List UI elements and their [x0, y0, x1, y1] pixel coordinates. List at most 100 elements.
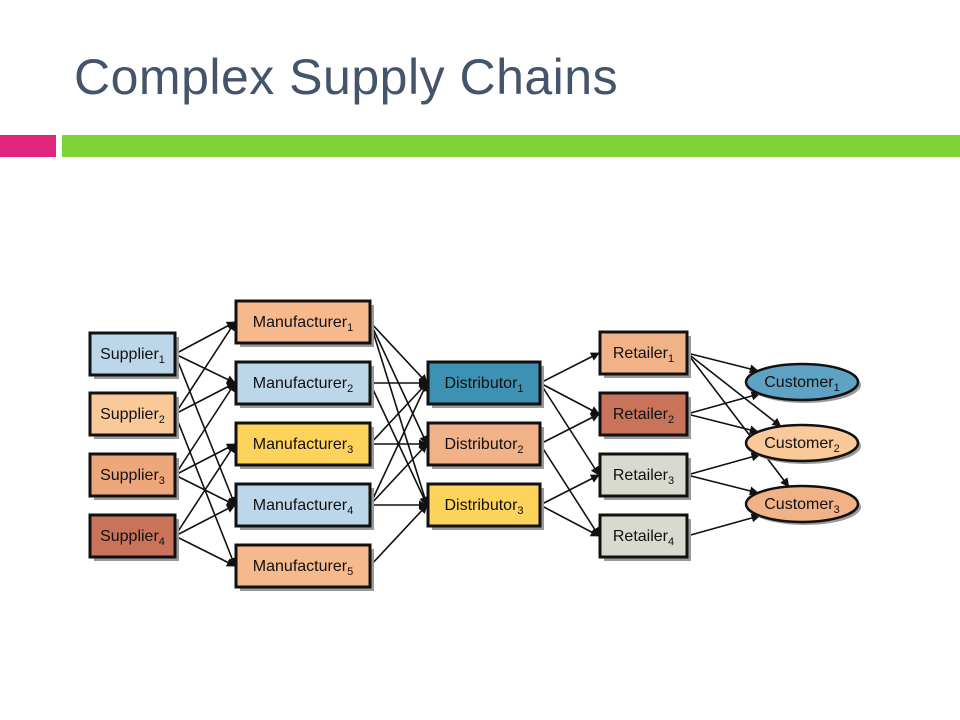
node-shape	[744, 484, 860, 524]
edge-m5-d3	[369, 504, 428, 567]
node-manufacturer-5: Manufacturer5	[234, 543, 374, 591]
node-shape	[88, 452, 177, 498]
node-shape	[598, 452, 689, 498]
node-label: Retailer1	[613, 345, 674, 365]
node-label-base: Supplier	[100, 528, 159, 545]
node-label: Retailer3	[613, 467, 674, 487]
node-label: Supplier1	[100, 346, 165, 366]
edge-m1-d1	[369, 321, 428, 384]
node-label-subscript: 3	[347, 444, 353, 456]
node-label-base: Retailer	[613, 528, 669, 545]
node-manufacturer-3: Manufacturer3	[234, 421, 374, 469]
node-shape	[426, 421, 542, 467]
edge-s4-m5	[174, 535, 236, 567]
node-label-subscript: 2	[517, 444, 523, 456]
edge-m4-d1	[369, 382, 428, 506]
edge-m4-d2	[369, 443, 428, 506]
node-supplier-4: Supplier4	[88, 513, 179, 561]
edge-r1-c3	[686, 352, 790, 488]
node-shape	[88, 331, 177, 377]
edge-d2-r2	[539, 413, 600, 445]
edge-r3-c3	[686, 474, 759, 496]
node-label-base: Retailer	[613, 406, 669, 423]
node-shape	[598, 330, 689, 376]
node-label-base: Customer	[764, 496, 834, 513]
node-manufacturer-1: Manufacturer1	[234, 299, 374, 347]
accent-bar-green	[62, 135, 960, 157]
node-label-base: Supplier	[100, 406, 159, 423]
edge-r1-c1	[686, 352, 759, 374]
node-label: Manufacturer4	[253, 497, 353, 517]
edges-layer	[174, 321, 790, 567]
node-label: Manufacturer1	[253, 314, 353, 334]
node-label: Customer3	[764, 496, 839, 516]
node-shape	[234, 299, 372, 345]
node-retailer-4: Retailer4	[598, 513, 691, 561]
edge-s2-m2	[174, 382, 236, 415]
node-shape	[598, 391, 689, 437]
node-shape	[234, 543, 372, 589]
node-shape	[744, 362, 860, 402]
edge-r1-c2	[686, 352, 782, 427]
node-label-subscript: 2	[347, 383, 353, 395]
node-label-subscript: 4	[347, 505, 353, 517]
edge-d1-r1	[539, 352, 600, 384]
node-label-subscript: 1	[159, 354, 165, 366]
node-label: Customer1	[764, 374, 839, 394]
node-label-base: Manufacturer	[253, 558, 348, 575]
node-retailer-1: Retailer1	[598, 330, 691, 378]
node-label: Retailer2	[613, 406, 674, 426]
node-label-base: Customer	[764, 374, 834, 391]
node-label-subscript: 4	[668, 536, 674, 548]
node-manufacturer-4: Manufacturer4	[234, 482, 374, 530]
node-distributor-2: Distributor2	[426, 421, 544, 469]
node-label-subscript: 3	[517, 505, 523, 517]
node-supplier-2: Supplier2	[88, 391, 179, 439]
node-label-subscript: 3	[834, 504, 840, 516]
node-retailer-3: Retailer3	[598, 452, 691, 500]
node-shape	[88, 513, 177, 559]
node-label-base: Distributor	[444, 436, 518, 453]
edge-s3-m2	[174, 382, 236, 476]
node-label-base: Retailer	[613, 467, 669, 484]
node-customer-3: Customer3	[744, 484, 861, 525]
node-label-base: Retailer	[613, 345, 669, 362]
edge-r2-c1	[686, 391, 761, 415]
node-label: Manufacturer3	[253, 436, 353, 456]
node-shape	[234, 482, 372, 528]
node-label-base: Customer	[764, 435, 834, 452]
node-shape	[598, 513, 689, 559]
edge-s4-m3	[174, 443, 236, 537]
node-label-subscript: 2	[668, 414, 674, 426]
edge-r3-c2	[686, 452, 761, 476]
edge-s3-m3	[174, 443, 236, 476]
node-supplier-1: Supplier1	[88, 331, 179, 379]
node-label: Manufacturer2	[253, 375, 353, 395]
node-supplier-3: Supplier3	[88, 452, 179, 500]
node-label-base: Supplier	[100, 346, 159, 363]
node-label: Distributor3	[444, 497, 523, 517]
node-shape	[234, 360, 372, 406]
edge-d3-r4	[539, 504, 600, 537]
accent-bar-pink	[0, 135, 56, 157]
node-label: Distributor1	[444, 375, 523, 395]
node-label-subscript: 1	[347, 322, 353, 334]
node-shape	[744, 423, 860, 463]
edge-d3-r3	[539, 474, 600, 506]
node-label-base: Distributor	[444, 375, 518, 392]
node-shape	[234, 421, 372, 467]
edge-s4-m4	[174, 504, 236, 537]
edge-s1-m1	[174, 321, 236, 355]
edge-s2-m1	[174, 321, 236, 415]
edge-r2-c2	[686, 413, 759, 435]
node-label-subscript: 2	[834, 443, 840, 455]
node-customer-2: Customer2	[744, 423, 861, 464]
node-label: Retailer4	[613, 528, 674, 548]
node-label-subscript: 5	[347, 566, 353, 578]
node-label: Supplier3	[100, 467, 165, 487]
node-retailer-2: Retailer2	[598, 391, 691, 439]
edge-m3-d1	[369, 382, 428, 445]
node-label-subscript: 3	[159, 475, 165, 487]
node-shape	[426, 482, 542, 528]
